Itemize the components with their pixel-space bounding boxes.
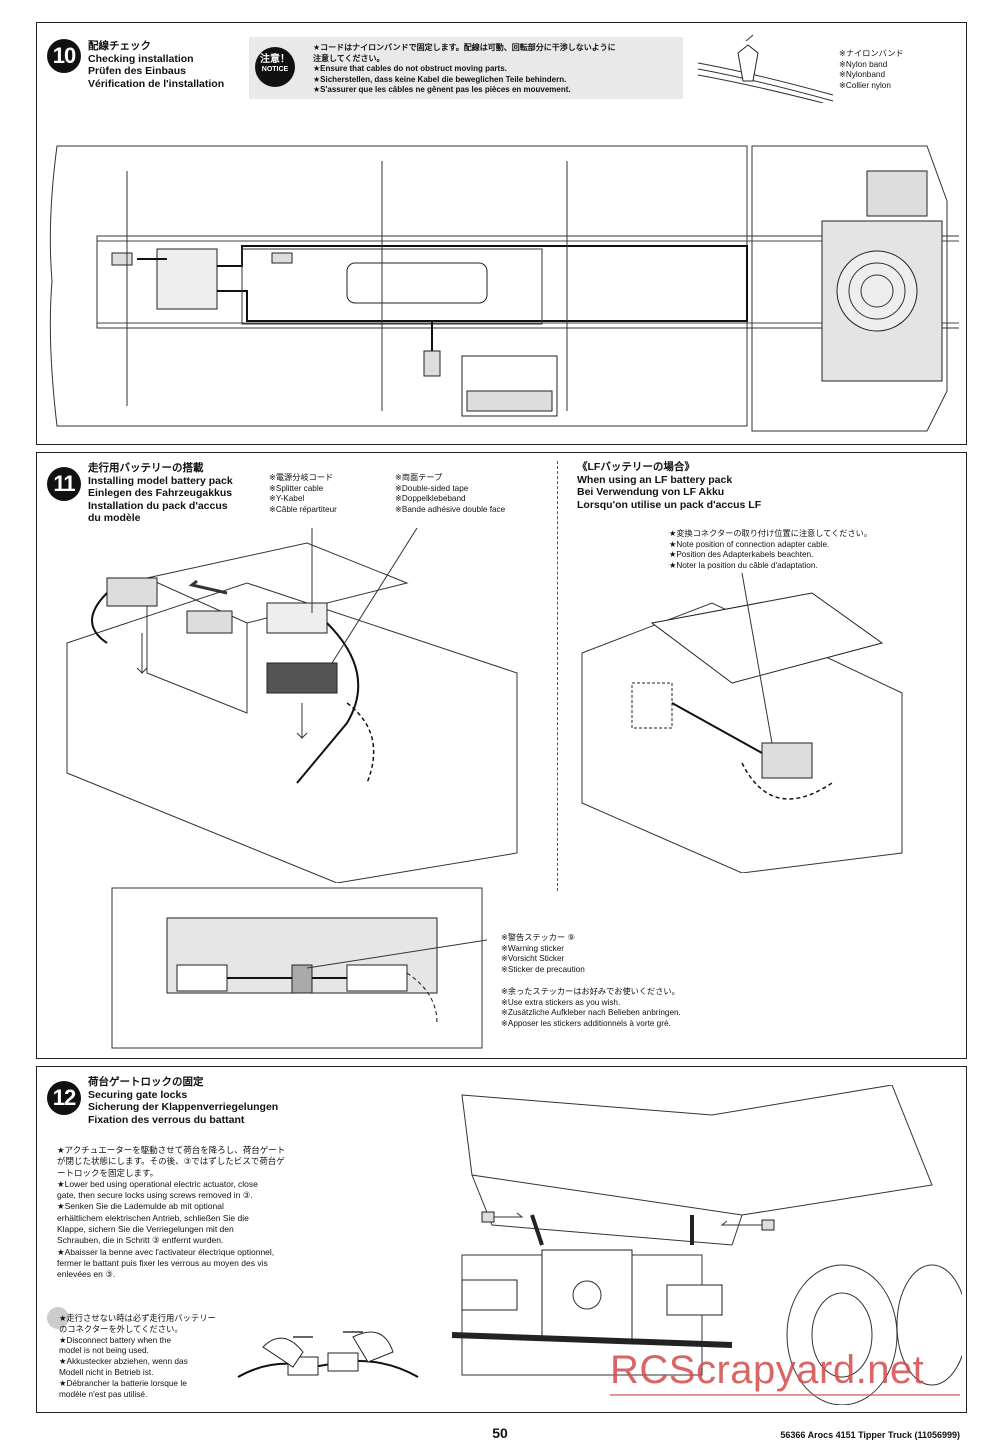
step12-panel: 12 荷台ゲートロックの固定 Securing gate locks Siche… — [36, 1066, 967, 1413]
double-sided-tape-label: ※両面テープ ※Double-sided tape ※Doppelklebeba… — [395, 473, 506, 514]
battery-install-illustration — [66, 527, 518, 883]
info-dot-icon — [47, 1307, 69, 1329]
footer-title: 56366 Arocs 4151 Tipper Truck (11056999) — [780, 1430, 960, 1440]
step10-title: 配線チェック Checking installation Prüfen des … — [88, 40, 225, 90]
lf-battery-illustration — [581, 573, 903, 873]
sticker-illustration — [111, 887, 487, 1049]
splitter-cable-label: ※電源分岐コード ※Splitter cable ※Y-Kabel ※Câble… — [269, 473, 337, 514]
step11-panel: 11 走行用バッテリーの搭載 Installing model battery … — [36, 452, 967, 1059]
chassis-top-view — [49, 145, 959, 432]
step11-number: 11 — [47, 467, 81, 501]
warning-sticker-label: ※警告ステッカー ⑨ ※Warning sticker ※Vorsicht St… — [501, 933, 585, 974]
caution-box: 注意！ NOTICE ★コードはナイロンバンドで固定します。配線は可動、回転部分… — [249, 37, 683, 99]
truck-rear-illustration — [451, 1085, 962, 1405]
watermark-underline — [610, 1394, 960, 1396]
extra-sticker-note: ※余ったステッカーはお好みでお使いください。 ※Use extra sticke… — [501, 987, 681, 1028]
battery-disconnect-note: ★走行させない時は必ず走行用バッテリー のコネクターを外してください。 ★Dis… — [59, 1313, 216, 1399]
step12-title: 荷台ゲートロックの固定 Securing gate locks Sicherun… — [88, 1076, 279, 1126]
watermark: RCScrapyard.net — [610, 1348, 925, 1392]
step10-panel: 10 配線チェック Checking installation Prüfen d… — [36, 22, 967, 445]
connector-disconnect-illustration — [237, 1331, 419, 1378]
step12-number: 12 — [47, 1081, 81, 1115]
step10-number: 10 — [47, 39, 81, 73]
caution-text: ★コードはナイロンバンドで固定します。配線は可動、回転部分に干渉しないように 注… — [313, 43, 616, 94]
divider — [557, 461, 558, 891]
notice-badge: 注意！ NOTICE — [255, 47, 295, 87]
page-number: 50 — [492, 1425, 508, 1441]
lf-battery-note: ★変換コネクターの取り付け位置に注意してください。 ★Note position… — [669, 529, 873, 570]
nylon-band-illustration — [697, 34, 834, 103]
lf-battery-title: 《LFバッテリーの場合》 When using an LF battery pa… — [577, 461, 762, 511]
nylon-band-label: ※ナイロンバンド ※Nylon band ※Nylonband ※Collier… — [839, 49, 904, 90]
step11-title: 走行用バッテリーの搭載 Installing model battery pac… — [88, 462, 233, 524]
gate-lock-instructions: ★アクチュエーターを駆動させて荷台を降ろし、荷台ゲート が閉じた状態にします。そ… — [57, 1145, 286, 1280]
